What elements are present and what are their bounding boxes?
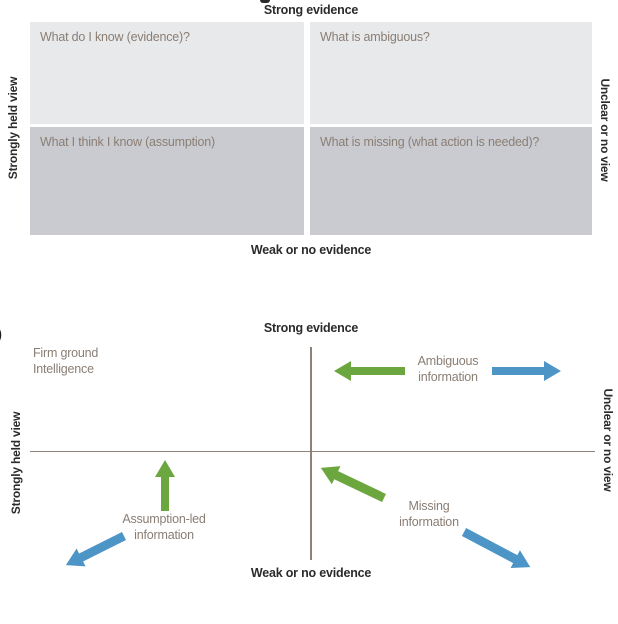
missing-line2: information	[399, 514, 459, 529]
axes-axis-label-bottom: Weak or no evidence	[250, 566, 372, 580]
firm-ground-line2: Intelligence	[33, 361, 94, 376]
vertical-axis-line	[310, 347, 312, 560]
assumption-line2: information	[134, 527, 194, 542]
matrix-axis-label-top: Strong evidence	[263, 3, 359, 17]
ambiguous-line2: information	[418, 369, 478, 384]
green-up-left-arrow-icon	[320, 466, 386, 503]
quadrant-evidence: What do I know (evidence)?	[30, 22, 304, 124]
firm-ground-line1: Firm ground	[33, 346, 99, 360]
axes-axis-label-top: Strong evidence	[263, 321, 359, 335]
cropped-text-fragment	[260, 0, 270, 3]
matrix-axis-label-bottom: Weak or no evidence	[250, 243, 372, 257]
missing-information-label: Missing information	[399, 499, 459, 530]
quadrant-assumption: What I think I know (assumption)	[30, 127, 304, 235]
ambiguous-line1: Ambiguous	[417, 354, 479, 368]
quadrant-evidence-label: What do I know (evidence)?	[40, 30, 190, 44]
assumption-line1: Assumption-led	[122, 512, 206, 526]
quadrant-ambiguous-label: What is ambiguous?	[320, 30, 430, 44]
missing-line1: Missing	[408, 499, 450, 513]
matrix-axis-label-left: Strongly held view	[6, 76, 20, 180]
blue-right-arrow-icon	[492, 361, 561, 381]
green-up-arrow-icon	[155, 460, 175, 511]
horizontal-axis-line	[30, 450, 595, 453]
quadrant-missing: What is missing (what action is needed)?	[310, 127, 592, 235]
green-left-arrow-icon	[334, 361, 405, 381]
quadrant-ambiguous: What is ambiguous?	[310, 22, 592, 124]
assumption-led-information-label: Assumption-led information	[122, 512, 206, 543]
firm-ground-label: Firm ground Intelligence	[33, 346, 98, 377]
axes-axis-label-right: Unclear or no view	[601, 388, 615, 492]
matrix-axis-label-right: Unclear or no view	[598, 78, 612, 182]
ambiguous-information-label: Ambiguous information	[418, 354, 479, 385]
quadrant-assumption-label: What I think I know (assumption)	[40, 135, 215, 149]
quadrant-missing-label: What is missing (what action is needed)?	[320, 135, 540, 149]
axes-axis-label-left: Strongly held view	[9, 411, 23, 515]
figure-label-fragment: )	[0, 326, 2, 343]
